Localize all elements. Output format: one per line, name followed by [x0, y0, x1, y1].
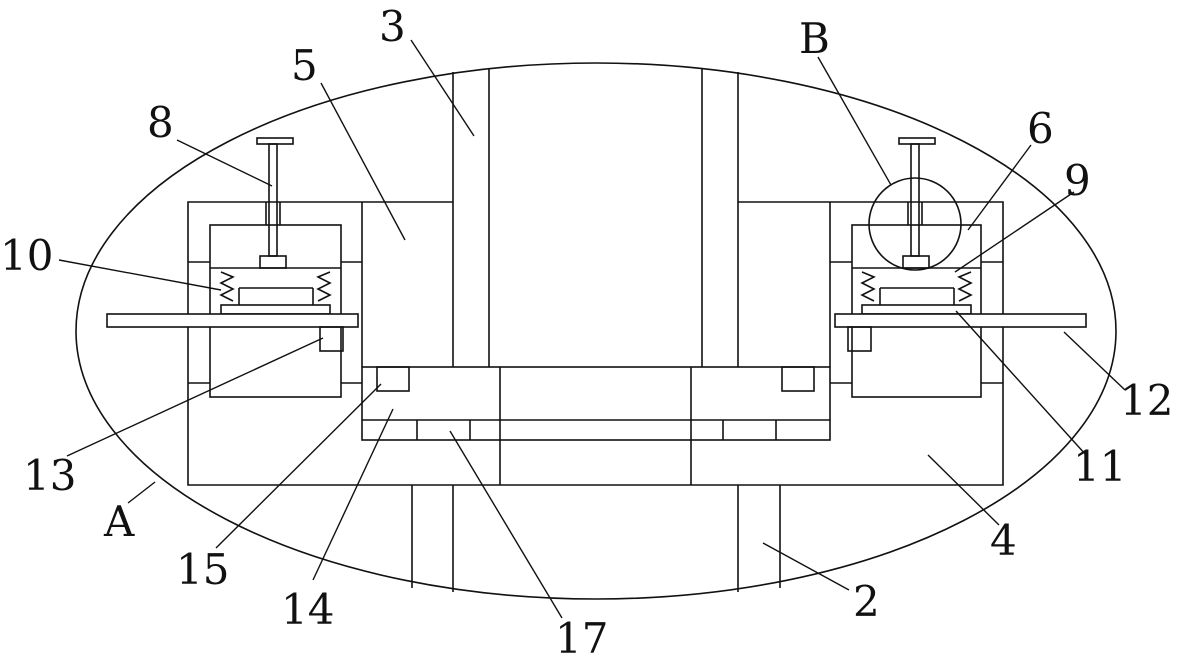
stop-block-15-right	[781, 366, 815, 392]
detail-circle-b	[868, 177, 962, 271]
base-plate-4	[187, 201, 1004, 486]
slide-block-14	[361, 366, 831, 485]
label-13: 13	[23, 451, 76, 500]
leader-lines	[58, 39, 1126, 619]
label-3: 3	[379, 2, 406, 51]
label-11: 11	[1073, 442, 1126, 491]
label-5: 5	[291, 41, 318, 90]
detail-ellipse-a	[75, 62, 1117, 600]
left-housing	[106, 224, 362, 398]
label-17: 17	[555, 614, 608, 663]
label-a: A	[103, 497, 135, 546]
right-housing	[830, 224, 1087, 398]
label-9: 9	[1064, 156, 1091, 205]
label-12: 12	[1120, 376, 1173, 425]
bolt-8	[256, 137, 294, 269]
label-4: 4	[990, 516, 1017, 565]
lower-column-2	[411, 485, 781, 592]
stop-block-15-left	[376, 366, 410, 392]
bolt-right	[898, 137, 936, 269]
upper-column-3	[452, 68, 739, 367]
label-2: 2	[853, 577, 880, 626]
label-14: 14	[281, 585, 334, 634]
label-8: 8	[147, 98, 174, 147]
label-b: B	[799, 14, 830, 63]
label-15: 15	[176, 545, 229, 594]
label-10: 10	[0, 231, 53, 280]
label-6: 6	[1027, 104, 1054, 153]
